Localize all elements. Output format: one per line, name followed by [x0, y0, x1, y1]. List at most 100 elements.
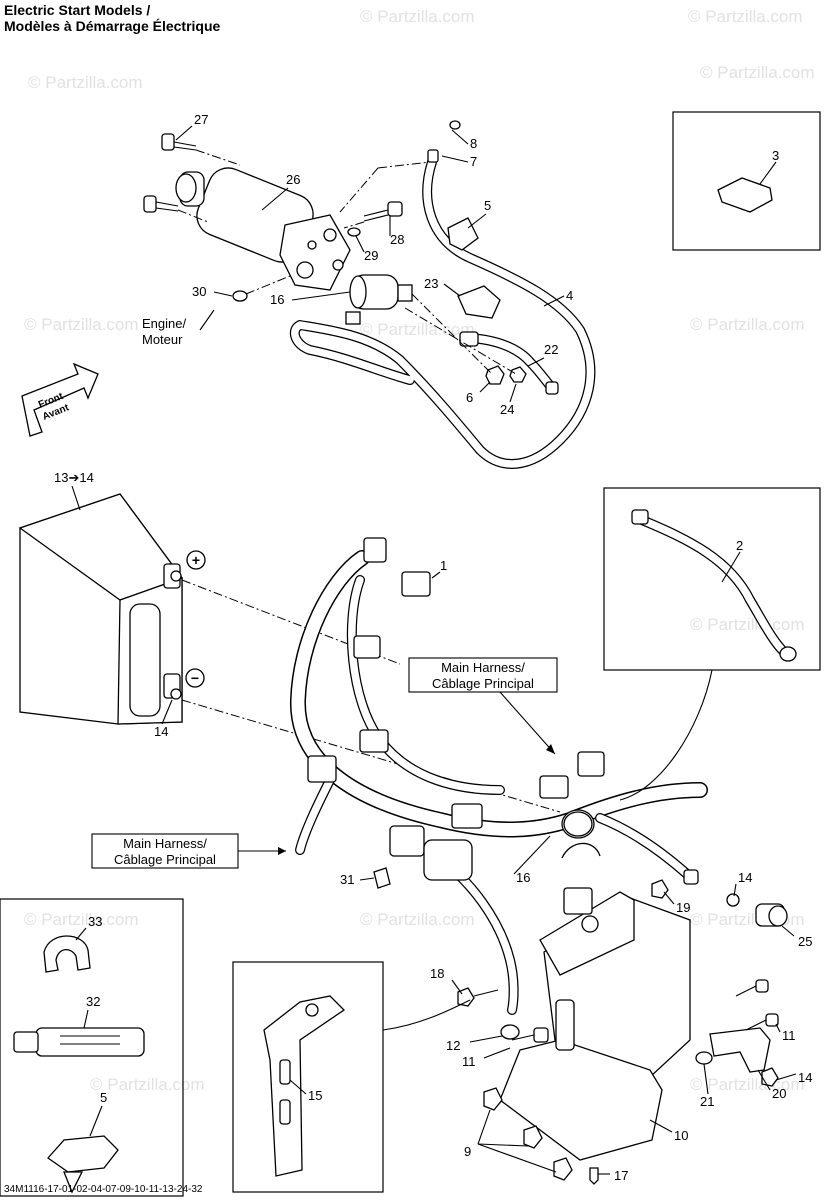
callout: 26 [286, 172, 300, 187]
plus-terminal-icon: + [186, 550, 206, 570]
callout: 18 [430, 966, 444, 981]
fastener [755, 903, 788, 927]
watermark: © Partzilla.com [24, 910, 139, 929]
watermark: © Partzilla.com [28, 73, 143, 92]
watermarks: © Partzilla.com © Partzilla.com © Partzi… [24, 7, 815, 1094]
fuse [717, 177, 773, 213]
callout: 17 [614, 1168, 628, 1183]
nut [761, 1067, 779, 1087]
fuse-inset [672, 111, 821, 251]
washer [695, 1051, 713, 1065]
watermark: © Partzilla.com [688, 7, 803, 26]
callout: 6 [466, 390, 473, 405]
screw [589, 1167, 599, 1185]
harness-label-line2: Câblage Principal [432, 676, 534, 691]
grommet [553, 1157, 573, 1181]
bolt [735, 979, 769, 997]
nut [651, 879, 669, 899]
callout: 23 [424, 276, 438, 291]
watermark: © Partzilla.com [700, 63, 815, 82]
callout: 10 [674, 1128, 688, 1143]
relay [401, 571, 431, 597]
watermark: © Partzilla.com [690, 615, 805, 634]
bolt [143, 195, 179, 213]
clamp [47, 1135, 119, 1173]
callout: 21 [700, 1094, 714, 1109]
starter-motor [175, 167, 351, 291]
watermark: © Partzilla.com [690, 910, 805, 929]
minus-terminal-icon: − [185, 668, 205, 688]
callout: 25 [798, 934, 812, 949]
callout: 5 [484, 198, 491, 213]
bolt [161, 133, 197, 151]
watermark: © Partzilla.com [24, 315, 139, 334]
harness-label-line1: Main Harness/ [123, 836, 207, 851]
battery [18, 493, 184, 725]
callout: 14 [798, 1070, 812, 1085]
watermark: © Partzilla.com [360, 7, 475, 26]
harness-label-line2: Câblage Principal [114, 852, 216, 867]
callout: 1 [440, 558, 447, 573]
starter-section [143, 120, 596, 469]
battery-holder [499, 842, 691, 1161]
grommet [483, 1087, 503, 1111]
grease-tube [13, 1027, 145, 1057]
nut [726, 893, 740, 907]
callout: 11 [462, 1054, 476, 1069]
solenoid [345, 274, 413, 325]
cable-inset [603, 487, 821, 801]
callout: 7 [470, 154, 477, 169]
title-line-1: Electric Start Models / [4, 2, 151, 18]
washer [347, 227, 361, 237]
callout: 30 [192, 284, 206, 299]
bolt [745, 1013, 779, 1031]
bolt [457, 987, 499, 1007]
watermark: © Partzilla.com [90, 1075, 205, 1094]
clamp [447, 217, 479, 251]
callout: 11 [782, 1028, 796, 1043]
washer [232, 290, 248, 302]
harness-label-box: Main Harness/ Câblage Principal [408, 657, 558, 755]
watermark: © Partzilla.com [360, 910, 475, 929]
bolt [363, 201, 403, 222]
title-line-2: Modèles à Démarrage Électrique [4, 18, 221, 34]
callout: 33 [88, 914, 102, 929]
grommet [523, 1125, 543, 1149]
clip [43, 935, 91, 973]
callout: 24 [500, 402, 514, 417]
callout: 27 [194, 112, 208, 127]
callout: 4 [566, 288, 573, 303]
accessory-inset [0, 898, 184, 1197]
callout: 16 [270, 292, 284, 307]
callout: 19 [676, 900, 690, 915]
callout: 3 [772, 148, 779, 163]
callout: 9 [464, 1144, 471, 1159]
callout: 15 [308, 1088, 322, 1103]
watermark: © Partzilla.com [360, 320, 475, 339]
leader-lines [71, 125, 797, 1175]
callout: 22 [544, 342, 558, 357]
nut [509, 366, 527, 383]
callout-labels: 27 26 8 7 5 28 29 30 16 23 4 22 6 24 3 1… [54, 112, 812, 1183]
callout: 20 [772, 1086, 786, 1101]
callout: 12 [446, 1038, 460, 1053]
battery-part-label: 13➔14 [54, 470, 94, 485]
plus-sign: + [192, 552, 200, 568]
boot [457, 285, 501, 319]
callout: 29 [364, 248, 378, 263]
callout: 16 [516, 870, 530, 885]
callout: 14 [154, 724, 168, 739]
engine-label-line2: Moteur [142, 332, 183, 347]
nut [485, 365, 505, 385]
callout: 14 [738, 870, 752, 885]
solenoid [563, 811, 593, 837]
washer [500, 1024, 520, 1040]
watermark: © Partzilla.com [690, 315, 805, 334]
callout: 31 [340, 872, 354, 887]
callout: 32 [86, 994, 100, 1009]
engine-label-line1: Engine/ [142, 316, 186, 331]
bracket-inset [232, 961, 471, 1193]
bracket [709, 1027, 771, 1073]
callout: 5 [100, 1090, 107, 1105]
